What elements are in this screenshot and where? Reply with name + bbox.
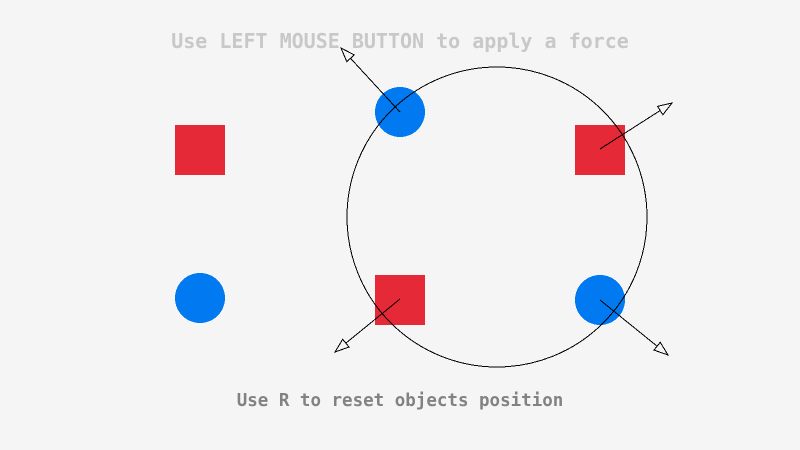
force-arrow-shaft <box>345 298 401 344</box>
force-arrow-head <box>333 338 350 353</box>
instruction-bottom: Use R to reset objects position <box>236 391 564 411</box>
force-arrow-head <box>653 341 670 356</box>
force-arrow-head <box>656 102 674 116</box>
force-arrow-head <box>339 46 356 63</box>
force-arrow-shaft <box>599 299 658 347</box>
force-arrow-shaft <box>599 110 661 150</box>
instruction-top: Use LEFT MOUSE BUTTON to apply a force <box>171 29 629 53</box>
boundary-circle-outline <box>346 66 648 368</box>
red-square-body[interactable] <box>575 125 625 175</box>
blue-circle-body[interactable] <box>175 273 225 323</box>
red-square-body[interactable] <box>175 125 225 175</box>
red-square-body[interactable] <box>375 275 425 325</box>
force-arrow-shaft <box>350 57 401 113</box>
